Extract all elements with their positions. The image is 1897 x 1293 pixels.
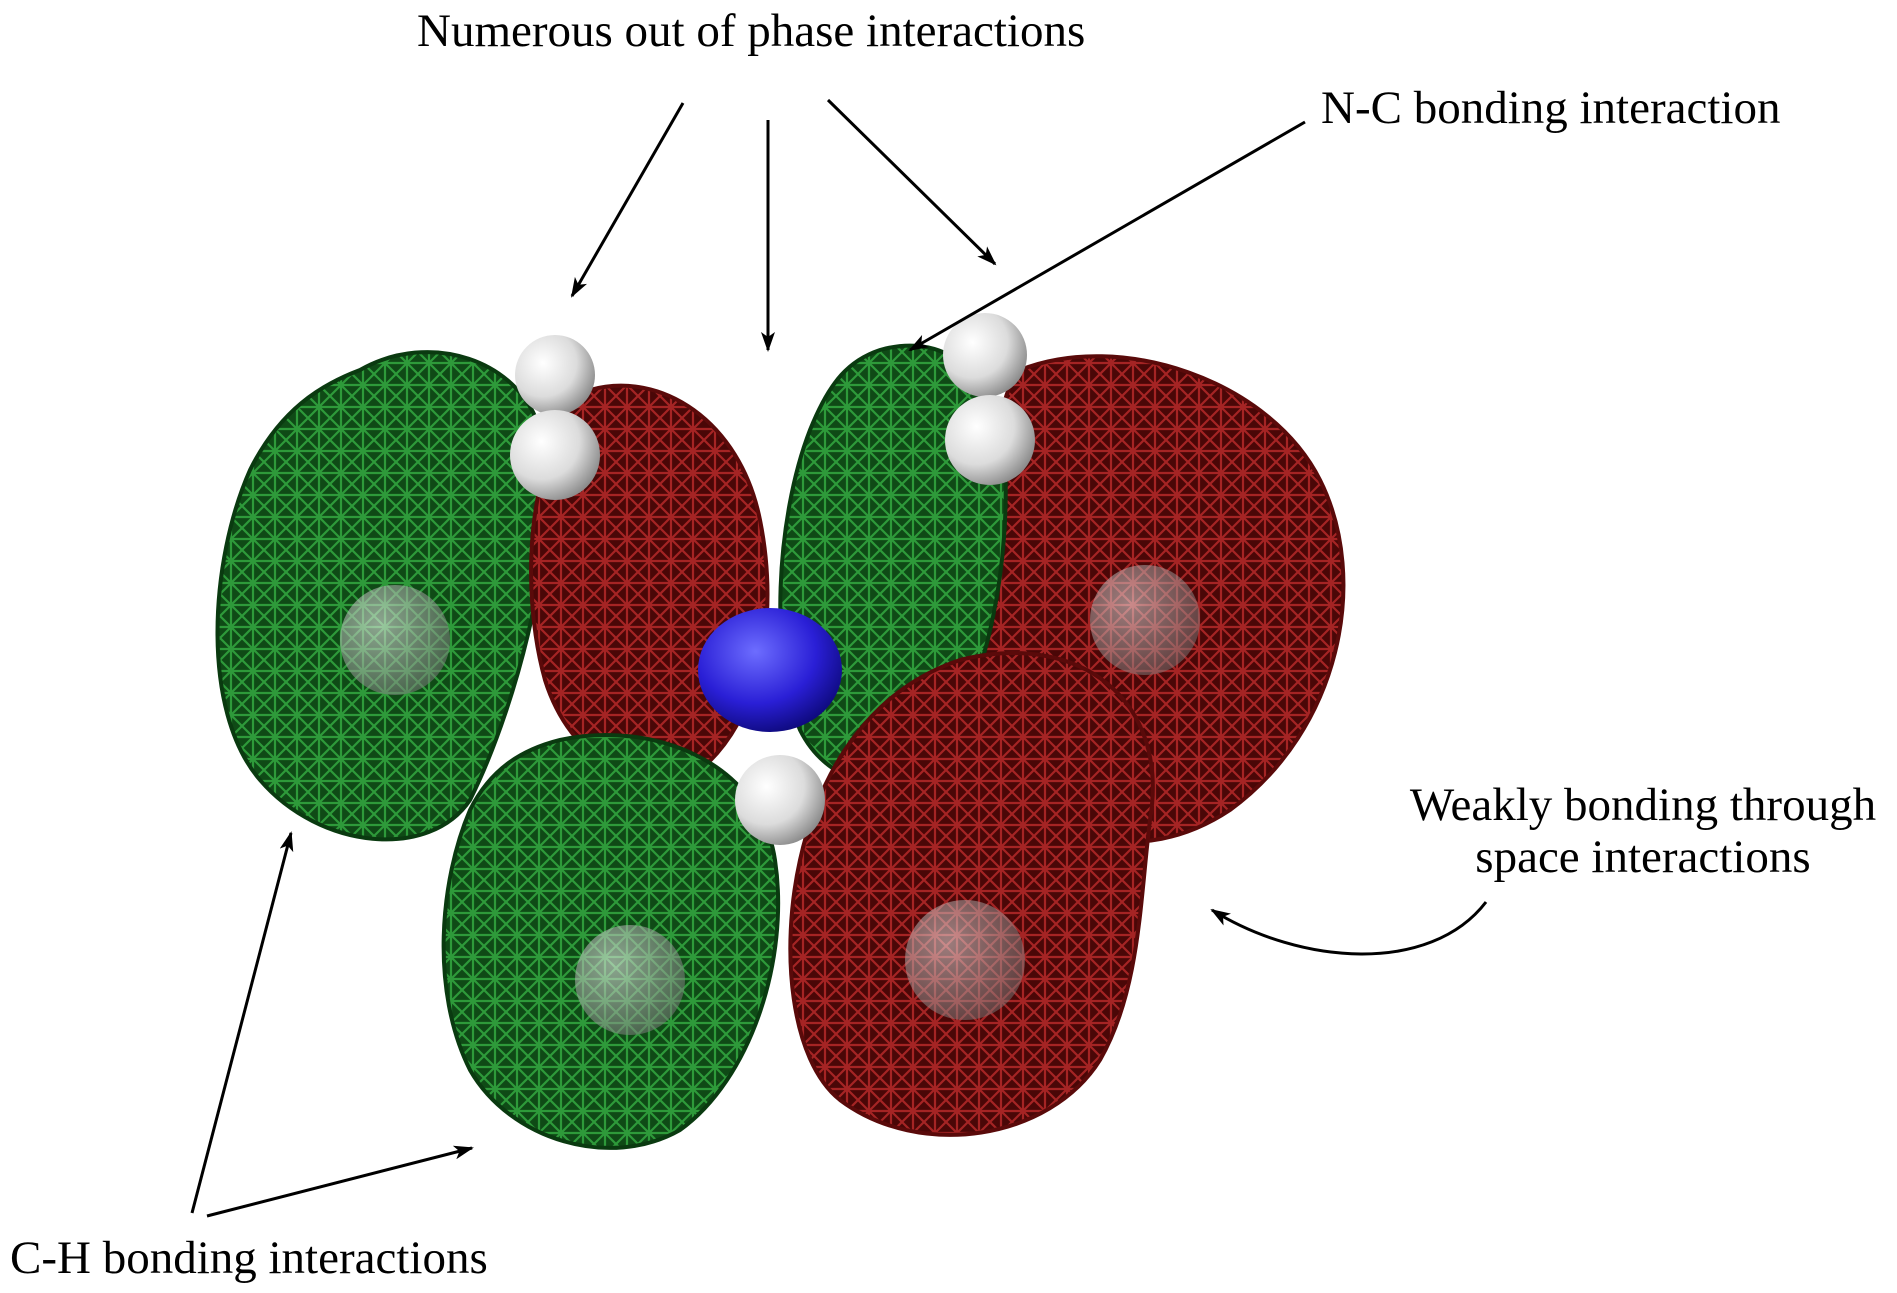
- label-weakly-bonding-line2: space interactions: [1475, 830, 1811, 883]
- arrow-out-of-phase-left: [570, 102, 685, 298]
- arrow-nc-bonding: [908, 120, 1306, 352]
- hydrogen-atom: [943, 313, 1027, 397]
- hydrogen-atom: [510, 410, 600, 500]
- arrow-weakly-bonding: [1210, 901, 1488, 956]
- arrow-ch-bonding-right: [206, 1145, 474, 1218]
- carbon-atom: [575, 925, 685, 1035]
- label-nc-bonding: N-C bonding interaction: [1321, 82, 1781, 134]
- label-weakly-bonding: Weakly bonding through space interaction…: [1388, 779, 1897, 883]
- carbon-atom: [1090, 565, 1200, 675]
- hydrogen-atom: [945, 395, 1035, 485]
- carbon-atom: [905, 900, 1025, 1020]
- arrow-ch-bonding-left: [190, 831, 294, 1214]
- label-out-of-phase: Numerous out of phase interactions: [417, 5, 1086, 57]
- nitrogen-atom: [698, 608, 842, 732]
- label-weakly-bonding-line1: Weakly bonding through: [1409, 779, 1877, 831]
- label-ch-bonding: C-H bonding interactions: [10, 1232, 488, 1284]
- hydrogen-atom: [735, 755, 825, 845]
- hydrogen-atom: [515, 335, 595, 415]
- carbon-atom: [340, 585, 450, 695]
- arrow-out-of-phase-right: [826, 98, 997, 266]
